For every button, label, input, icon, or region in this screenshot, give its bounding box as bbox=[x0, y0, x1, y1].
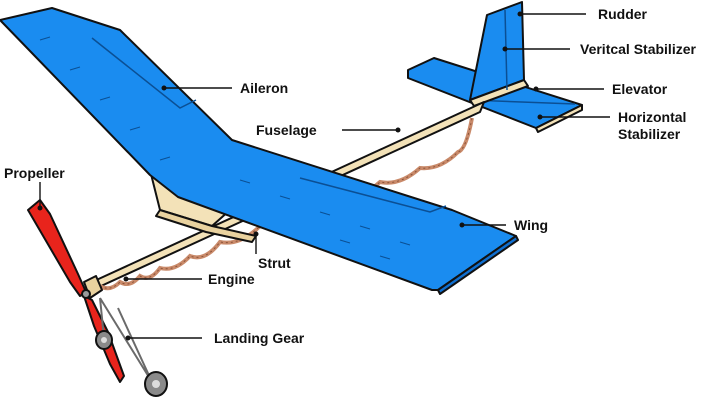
label-landing-gear: Landing Gear bbox=[214, 330, 305, 346]
leader-vertical-stabilizer-dot bbox=[503, 47, 508, 52]
label-engine: Engine bbox=[208, 271, 255, 287]
leader-horizontal-stabilizer-dot bbox=[538, 115, 543, 120]
leader-elevator-dot bbox=[534, 87, 539, 92]
wing-surface bbox=[0, 8, 516, 290]
leader-propeller-dot bbox=[38, 206, 43, 211]
propeller bbox=[28, 200, 124, 382]
leader-landing-gear-dot bbox=[126, 336, 131, 341]
label-strut: Strut bbox=[258, 255, 291, 271]
label-horizontal-stabilizer-line2: Stabilizer bbox=[618, 126, 681, 142]
label-propeller: Propeller bbox=[4, 165, 65, 181]
leader-fuselage-dot bbox=[396, 128, 401, 133]
label-vertical-stabilizer: Veritcal Stabilizer bbox=[580, 41, 696, 57]
landing-gear-hub-back bbox=[101, 337, 107, 343]
label-elevator: Elevator bbox=[612, 81, 668, 97]
label-wing: Wing bbox=[514, 217, 548, 233]
propeller-hub bbox=[82, 290, 90, 298]
leader-engine-dot bbox=[124, 277, 129, 282]
label-rudder: Rudder bbox=[598, 6, 648, 22]
leader-aileron-dot bbox=[162, 86, 167, 91]
propeller-blade-upper bbox=[28, 200, 86, 296]
leader-strut-dot bbox=[254, 232, 259, 237]
label-aileron: Aileron bbox=[240, 80, 288, 96]
leader-rudder-dot bbox=[518, 12, 523, 17]
landing-gear-hub-front bbox=[152, 380, 160, 388]
leader-wing-dot bbox=[460, 223, 465, 228]
label-horizontal-stabilizer-line1: Horizontal bbox=[618, 109, 686, 125]
main-wing bbox=[0, 8, 518, 294]
landing-gear bbox=[96, 298, 167, 396]
label-fuselage: Fuselage bbox=[256, 122, 317, 138]
